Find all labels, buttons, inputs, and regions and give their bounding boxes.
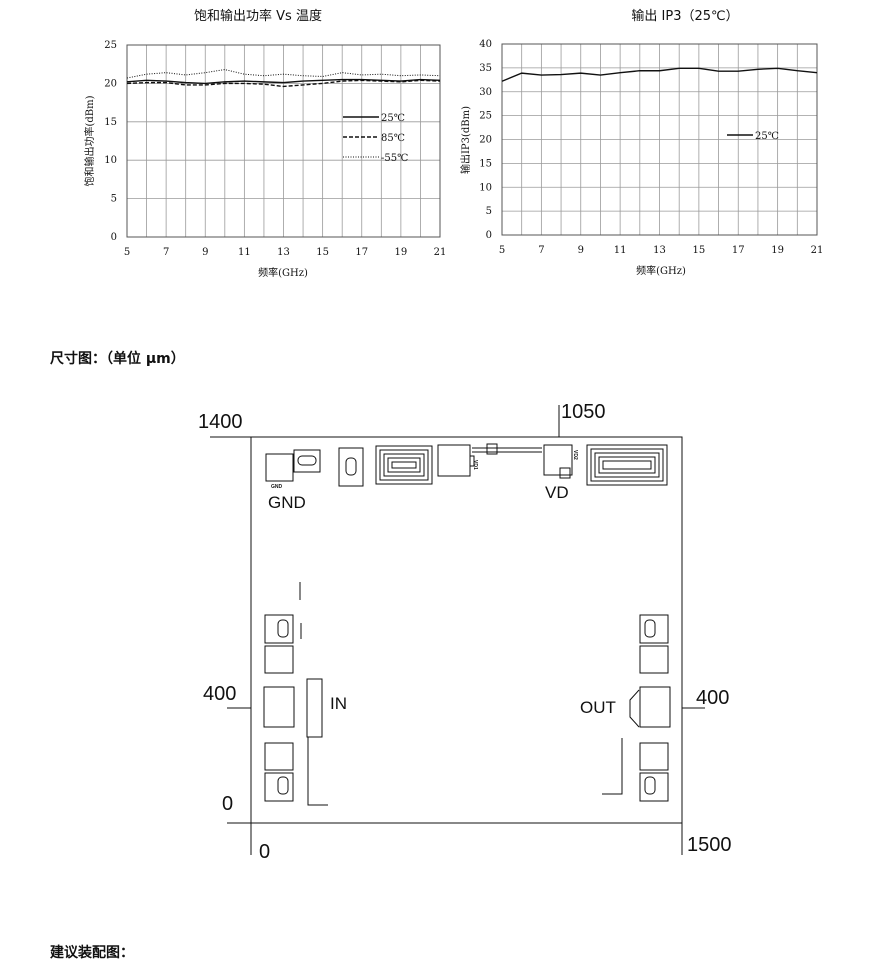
gnd-small-label: GND xyxy=(271,484,283,490)
dimension-drawing: 1400 1050 400 400 0 0 1500 GND GND VD1 V… xyxy=(198,401,732,863)
assembly-section-title: 建议装配图： xyxy=(50,945,134,961)
in-pad xyxy=(263,686,295,728)
out-stub xyxy=(602,738,623,795)
legend-label: 25℃ xyxy=(381,113,405,124)
x-tick-label: 17 xyxy=(732,245,745,256)
dimension-section-title: 尺寸图：（单位 μm） xyxy=(50,351,185,367)
vd-bond xyxy=(559,467,571,479)
x-tick-label: 7 xyxy=(163,247,169,258)
x-tick-label: 21 xyxy=(434,247,447,258)
series-line-3 xyxy=(126,69,441,79)
in-pad-lower xyxy=(264,772,294,802)
dim-label-400-right: 400 xyxy=(696,687,729,709)
series-line-1 xyxy=(126,78,441,85)
pad-top-small xyxy=(338,447,364,487)
capacitor-vd1 xyxy=(375,445,433,485)
gnd-via-box xyxy=(293,449,321,473)
out-bracket xyxy=(629,689,640,728)
out-pad-upper-via xyxy=(644,619,656,638)
chart-title: 饱和输出功率 Vs 温度 xyxy=(194,8,322,24)
in-trace xyxy=(306,678,323,738)
x-tick-label: 15 xyxy=(316,247,329,258)
x-tick-label: 7 xyxy=(538,245,544,256)
y-tick-label: 10 xyxy=(104,155,117,166)
dim-label-0-left: 0 xyxy=(222,793,233,815)
y-tick-label: 25 xyxy=(104,40,117,51)
x-tick-label: 19 xyxy=(395,247,408,258)
y-tick-label: 30 xyxy=(479,87,492,98)
gnd-pad xyxy=(265,453,294,482)
y-axis-label: 输出IP3(dBm) xyxy=(459,106,472,174)
in-label: IN xyxy=(330,694,347,713)
in-pad-upper-via xyxy=(277,619,289,638)
out-pad xyxy=(639,686,671,728)
in-gnd-upper xyxy=(264,645,294,674)
x-tick-label: 11 xyxy=(614,245,627,256)
y-tick-label: 20 xyxy=(479,135,492,146)
y-axis-label: 饱和输出功率(dBm) xyxy=(83,95,96,186)
x-tick-label: 13 xyxy=(653,245,666,256)
y-tick-label: 15 xyxy=(479,158,492,169)
dim-label-0-bottom: 0 xyxy=(259,841,270,863)
in-pad-upper xyxy=(264,614,294,644)
dim-label-400-left: 400 xyxy=(203,683,236,705)
y-tick-label: 15 xyxy=(104,117,117,128)
gnd-via xyxy=(297,455,317,466)
y-tick-label: 5 xyxy=(486,206,492,217)
pad-top-small-inner xyxy=(345,457,357,476)
vd-label: VD xyxy=(545,483,569,502)
y-tick-label: 5 xyxy=(111,194,117,205)
series-line-1 xyxy=(501,67,818,82)
x-axis-label: 频率(GHz) xyxy=(258,266,308,279)
vd2-label: VD2 xyxy=(572,450,578,460)
x-tick-label: 5 xyxy=(499,245,505,256)
y-tick-label: 40 xyxy=(479,39,492,50)
y-tick-label: 0 xyxy=(486,230,492,241)
vd1-pad xyxy=(437,444,471,477)
y-tick-label: 20 xyxy=(104,78,117,89)
x-tick-label: 11 xyxy=(238,247,251,258)
capacitor-vd2 xyxy=(586,444,668,486)
x-tick-label: 17 xyxy=(355,247,368,258)
legend-label: -55℃ xyxy=(381,153,408,164)
in-stub xyxy=(307,737,328,806)
dim-label-1500: 1500 xyxy=(687,834,732,856)
y-tick-label: 35 xyxy=(479,63,492,74)
x-tick-label: 9 xyxy=(578,245,584,256)
legend-label: 85℃ xyxy=(381,133,405,144)
vd-pad xyxy=(543,444,573,476)
trace-connector xyxy=(486,443,498,455)
out-pad-upper xyxy=(639,614,669,644)
x-tick-label: 21 xyxy=(811,245,824,256)
out-label: OUT xyxy=(580,698,616,717)
dim-label-1050: 1050 xyxy=(561,401,606,423)
vd1-label: VD1 xyxy=(472,460,478,470)
x-tick-label: 5 xyxy=(124,247,130,258)
series-line-2 xyxy=(126,79,441,88)
chart-title: 输出 IP3（25℃） xyxy=(631,8,738,24)
y-tick-label: 10 xyxy=(479,182,492,193)
legend-label: 25℃ xyxy=(755,131,779,142)
x-tick-label: 15 xyxy=(693,245,706,256)
out-pad-lower-via xyxy=(644,776,656,795)
in-gnd-lower xyxy=(264,742,294,771)
in-pad-lower-via xyxy=(277,776,289,795)
plot-frame xyxy=(126,44,441,238)
plot-frame xyxy=(501,43,818,236)
chip-outline xyxy=(250,436,683,824)
out-pad-lower xyxy=(639,772,669,802)
x-tick-label: 13 xyxy=(277,247,290,258)
x-tick-label: 9 xyxy=(202,247,208,258)
x-tick-label: 19 xyxy=(771,245,784,256)
y-tick-label: 25 xyxy=(479,111,492,122)
out-gnd-upper xyxy=(639,645,669,674)
x-axis-label: 频率(GHz) xyxy=(636,264,686,277)
gnd-label: GND xyxy=(268,493,306,512)
out-gnd-lower xyxy=(639,742,669,771)
vd1-stub xyxy=(469,455,475,467)
dim-label-1400: 1400 xyxy=(198,411,243,433)
y-tick-label: 0 xyxy=(111,232,117,243)
